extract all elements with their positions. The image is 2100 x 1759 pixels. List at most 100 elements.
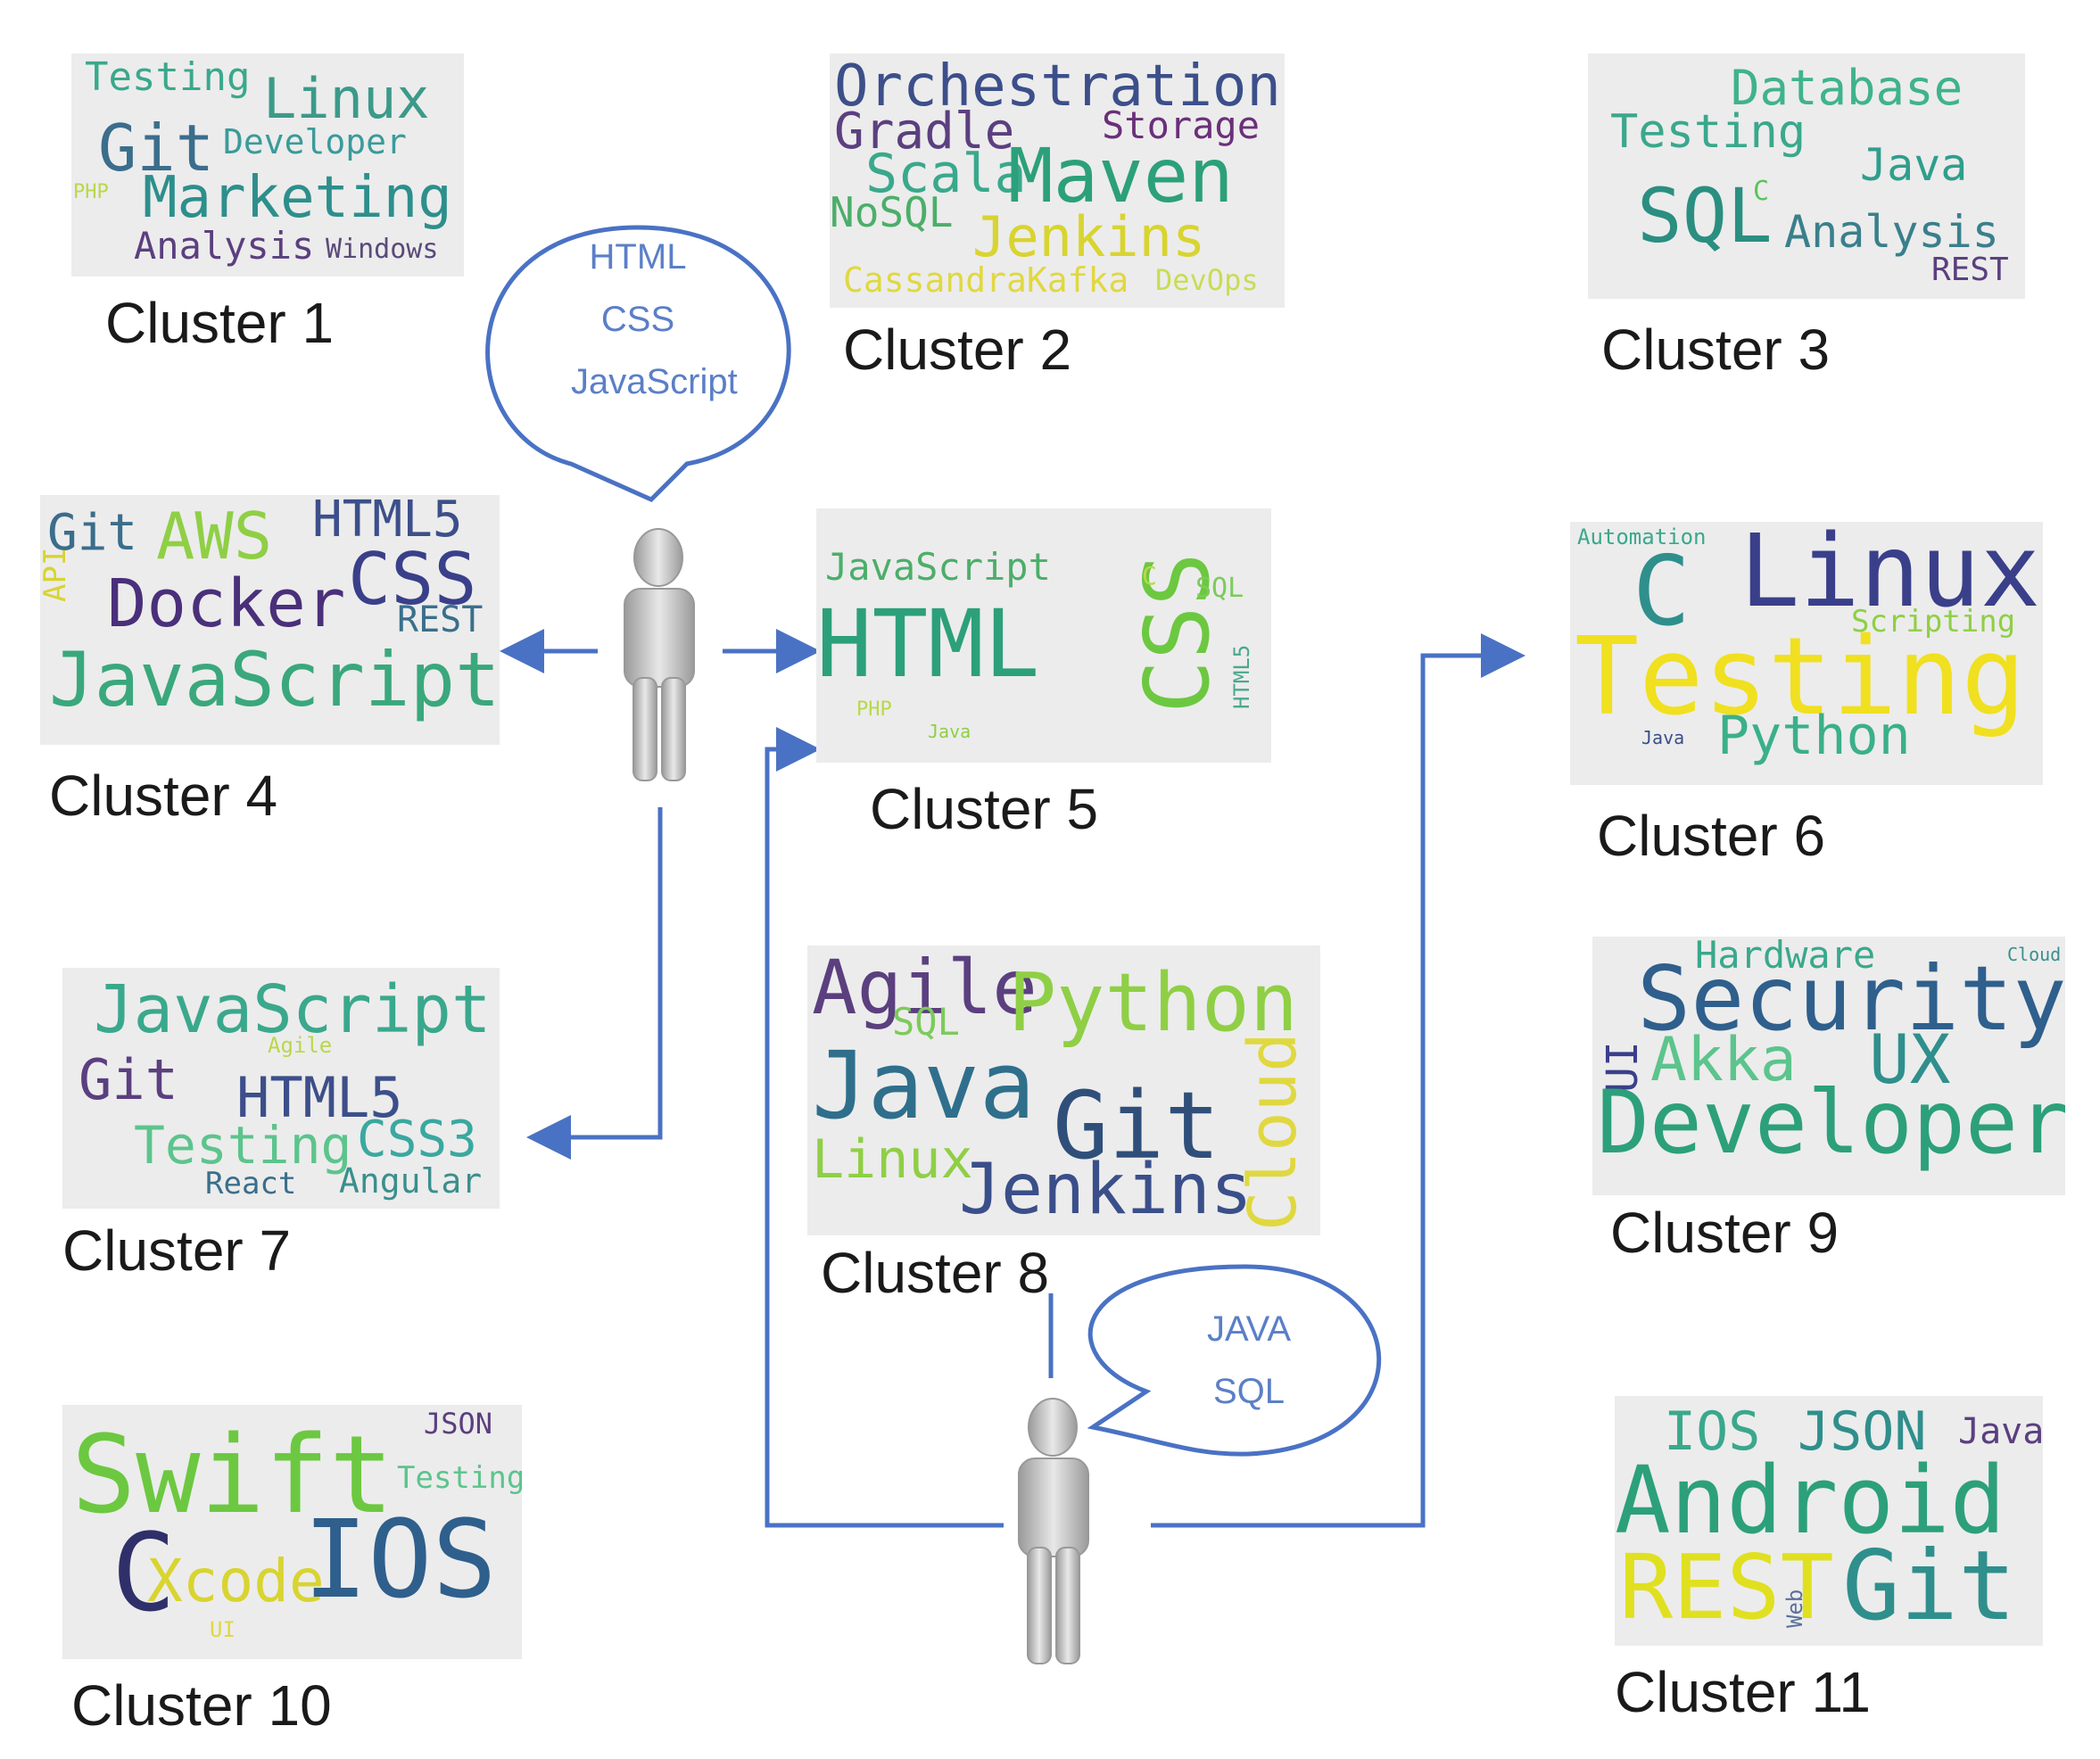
cloud-word: Developer: [223, 122, 407, 161]
cloud-word: Jenkins: [972, 204, 1206, 269]
cloud-word: Linux: [812, 1128, 973, 1191]
cloud-word: REST: [397, 599, 484, 640]
word-cloud-cluster-5: JavaScript HTML CSS C SQL HTML5 PHP Java: [816, 508, 1271, 763]
cloud-word: Testing: [85, 54, 251, 100]
cluster-10-caption: Cluster 10: [71, 1673, 332, 1738]
cloud-word: Orchestration: [834, 54, 1281, 120]
cluster-2-caption: Cluster 2: [843, 318, 1072, 382]
cloud-word: SQL: [892, 1000, 960, 1044]
cloud-word: SQL: [1195, 573, 1244, 604]
cloud-word: UX: [1869, 1020, 1951, 1099]
word-cloud-cluster-2: Orchestration Gradle Storage Scala Maven…: [830, 54, 1285, 308]
cloud-word: Java: [812, 1031, 1036, 1140]
bubble-bottom-text: JAVA SQL: [1186, 1311, 1311, 1409]
cloud-word: Analysis: [134, 224, 315, 268]
cloud-word: Android: [1615, 1446, 2006, 1555]
cluster-6-caption: Cluster 6: [1597, 804, 1826, 868]
cloud-word: IOS: [1664, 1400, 1761, 1463]
bubble-bottom-line: JAVA: [1206, 1309, 1292, 1349]
cloud-word: Web: [1782, 1589, 1807, 1628]
cluster-9-caption: Cluster 9: [1610, 1201, 1840, 1265]
cloud-word: React: [205, 1166, 297, 1202]
cloud-word: Python: [1008, 956, 1299, 1050]
arrow-bottom-to-cluster-5: [765, 727, 1004, 1528]
word-cloud-cluster-4: Git AWS HTML5 API Docker CSS REST JavaSc…: [40, 495, 500, 745]
cloud-word: Scala: [865, 143, 1027, 205]
cloud-word: Git: [47, 504, 138, 562]
cloud-word: Storage: [1102, 103, 1261, 147]
cluster-7-caption: Cluster 7: [62, 1218, 292, 1283]
cloud-word: NoSQL: [830, 188, 954, 236]
arrow-bottom-to-cluster-6: [1151, 633, 1525, 1528]
cloud-word: Swift: [71, 1414, 394, 1538]
cloud-word: Analysis: [1784, 206, 1999, 258]
cloud-word: REST: [1931, 252, 2009, 288]
cloud-word: Git: [79, 1047, 178, 1112]
cloud-word: Testing: [397, 1460, 522, 1496]
cloud-word: CassandraKafka: [843, 260, 1129, 300]
cloud-word: DevOps: [1155, 263, 1259, 297]
cloud-word: Python: [1717, 705, 1911, 767]
bubble-top-line: HTML: [589, 237, 687, 277]
cloud-word: Gradle: [834, 103, 1015, 161]
word-cloud-cluster-3: Database Testing Java SQL C Analysis RES…: [1588, 54, 2025, 299]
cloud-word: Automation: [1577, 524, 1707, 549]
cloud-word: PHP: [856, 698, 892, 721]
word-cloud-cluster-10: JSON Swift Testing C Xcode IOS UI: [62, 1405, 522, 1659]
cloud-word: Testing: [134, 1115, 352, 1176]
cloud-word: Security: [1637, 946, 2065, 1051]
cloud-word: Git: [98, 111, 215, 186]
cloud-word: Windows: [326, 234, 439, 265]
cloud-word: Java: [1860, 139, 1968, 191]
cloud-word: Jenkins: [959, 1150, 1253, 1230]
cloud-word: UI: [210, 1617, 236, 1642]
word-cloud-cluster-6: Automation C Linux Scripting Testing Jav…: [1570, 522, 2043, 785]
cloud-word: IOS: [303, 1499, 497, 1623]
cloud-word: Git: [1842, 1531, 2017, 1642]
cloud-word: C: [1633, 536, 1691, 648]
cloud-word: JavaScript: [94, 971, 492, 1048]
cloud-word: HTML5: [1229, 644, 1254, 709]
cloud-word: PHP: [73, 181, 109, 203]
cloud-word: Database: [1731, 60, 1964, 116]
cloud-word: JavaScript: [825, 545, 1051, 589]
speech-bubble-top: [485, 225, 791, 502]
cloud-word: Maven: [1008, 132, 1234, 219]
word-cloud-cluster-1: Testing Linux Git Developer PHP Marketin…: [71, 54, 464, 277]
arrow-to-cluster-7: [526, 807, 663, 1160]
cloud-word: Linux: [1740, 522, 2041, 630]
cloud-word: CSS3: [357, 1111, 477, 1169]
cloud-word: Agile: [268, 1033, 333, 1058]
cloud-word: Akka: [1650, 1025, 1797, 1095]
cloud-word: Testing: [1610, 105, 1806, 159]
cluster-5-caption: Cluster 5: [870, 777, 1099, 841]
cloud-word: Testing: [1575, 615, 2026, 739]
cloud-word: JavaScript: [49, 636, 500, 723]
bubble-top-line: JavaScript: [571, 362, 738, 401]
cloud-word: Docker: [107, 566, 346, 642]
cloud-word: Xcode: [147, 1547, 325, 1615]
word-cloud-cluster-8: Agile SQL Python Java Cloud Git Linux Je…: [807, 946, 1320, 1235]
cloud-word: Linux: [263, 66, 430, 131]
cluster-4-caption: Cluster 4: [49, 764, 278, 828]
cluster-3-caption: Cluster 3: [1601, 318, 1831, 382]
cluster-11-caption: Cluster 11: [1615, 1660, 1871, 1724]
cloud-word: SQL: [1637, 172, 1773, 260]
cloud-word: Java: [928, 721, 971, 742]
word-cloud-cluster-11: IOS JSON Java Android REST Git Web: [1615, 1396, 2043, 1646]
word-cloud-cluster-7: JavaScript Agile Git HTML5 Testing CSS3 …: [62, 968, 500, 1209]
cloud-word: Agile: [812, 946, 1038, 1031]
cloud-word: HTML5: [236, 1065, 403, 1130]
cloud-word: Cloud: [2007, 944, 2062, 965]
cloud-word: Scripting: [1851, 604, 2016, 640]
cloud-word: Git: [1053, 1071, 1220, 1180]
cloud-word: Java: [1958, 1411, 2043, 1452]
cloud-word: Java: [1641, 727, 1685, 748]
cloud-word: Marketing: [143, 165, 452, 231]
bubble-bottom-line: SQL: [1212, 1372, 1286, 1411]
cloud-word: Developer: [1597, 1072, 2065, 1174]
bubble-top-text: HTML CSS JavaScript: [571, 237, 738, 401]
cloud-word: HTML5: [312, 495, 463, 549]
cloud-word: JSON: [424, 1407, 493, 1441]
